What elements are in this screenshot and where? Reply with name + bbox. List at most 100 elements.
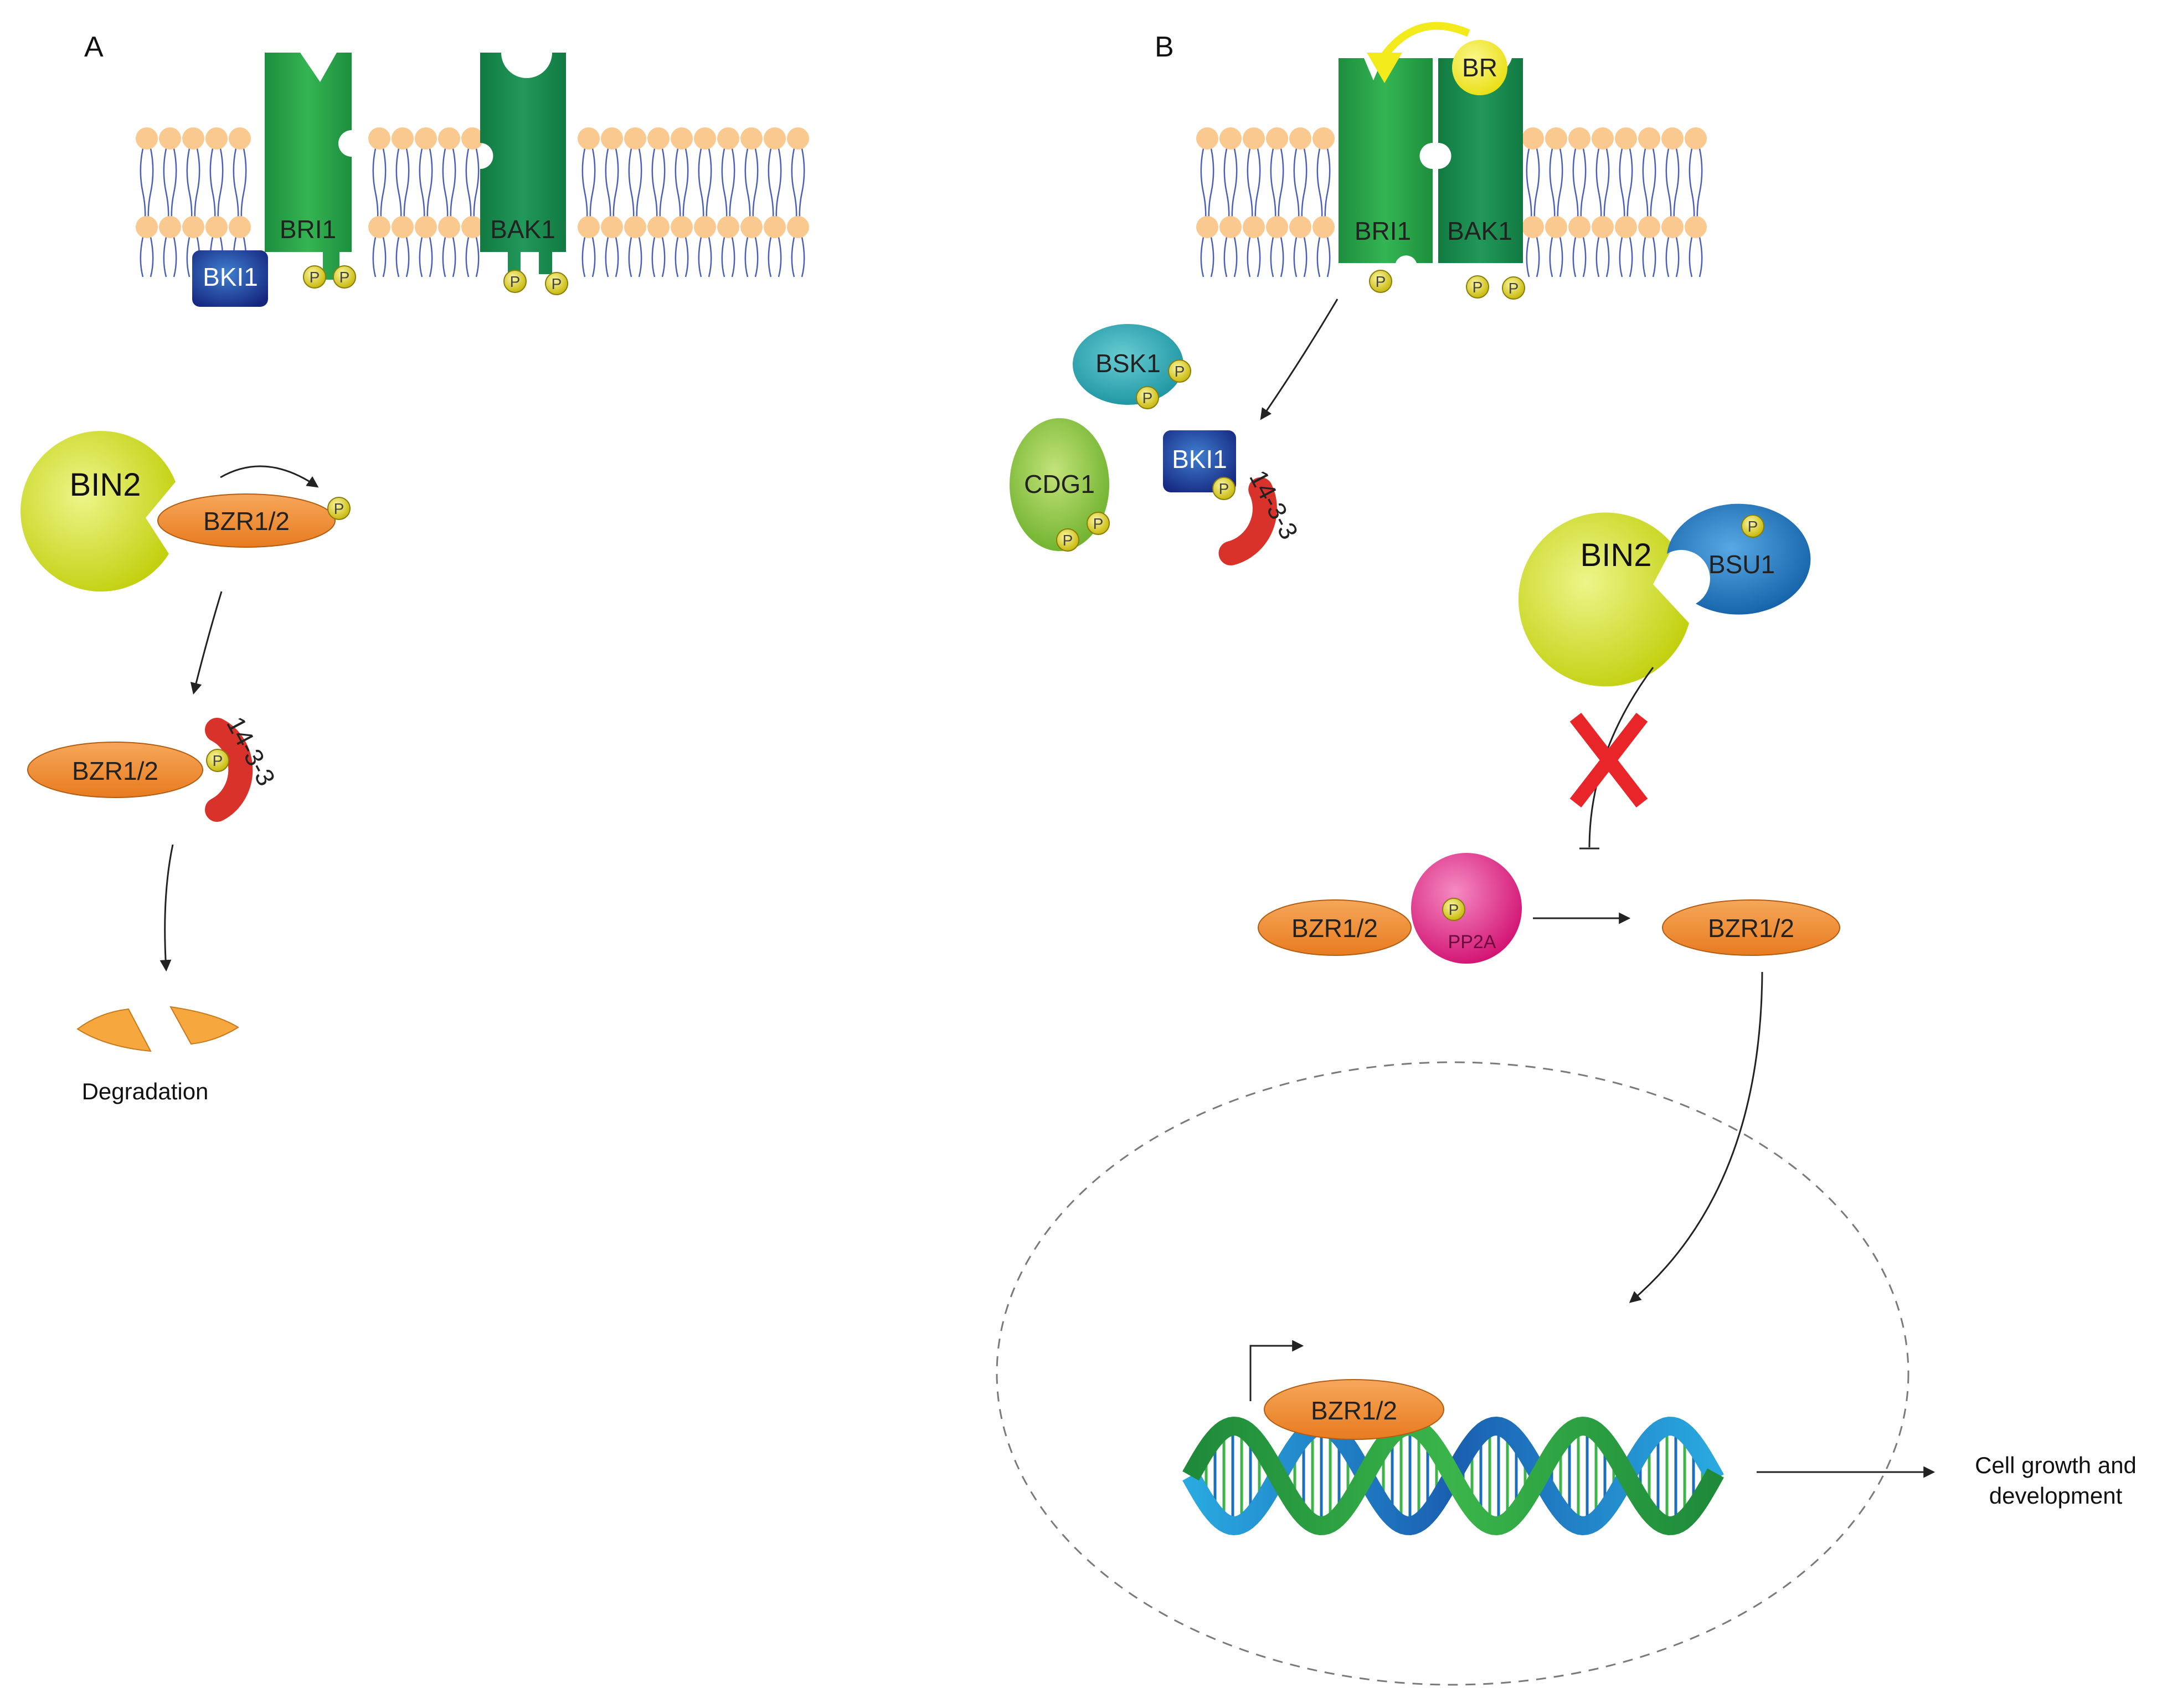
phosphate-marker: P bbox=[1056, 528, 1079, 552]
phosphate-marker: P bbox=[503, 270, 527, 293]
lipid-tail bbox=[729, 148, 735, 277]
phosphate-marker: P bbox=[206, 749, 229, 772]
lipid-head bbox=[717, 127, 739, 150]
lipid-head bbox=[624, 127, 646, 150]
svg-text:P: P bbox=[1748, 518, 1758, 535]
phosphate-marker: P bbox=[1466, 275, 1489, 299]
lipid-head bbox=[368, 127, 390, 150]
lipid-head bbox=[229, 216, 251, 238]
membrane-a bbox=[136, 127, 809, 277]
lipid-tail bbox=[1650, 148, 1656, 277]
lipid-head bbox=[205, 216, 228, 238]
svg-text:P: P bbox=[552, 275, 562, 292]
lipid-head bbox=[1592, 127, 1614, 150]
lipid-tail bbox=[636, 148, 642, 277]
lipid-tail bbox=[1580, 148, 1587, 277]
phosphate-marker: P bbox=[1136, 386, 1159, 409]
lipid-head bbox=[740, 216, 763, 238]
svg-text:P: P bbox=[1142, 389, 1153, 407]
bzr-protein-a2: BZR1/2 bbox=[27, 742, 203, 798]
bzr-label: BZR1/2 bbox=[72, 757, 158, 785]
lipid-tail bbox=[1526, 148, 1532, 277]
lipid-tail bbox=[1673, 148, 1680, 277]
nucleus-boundary bbox=[996, 1061, 1909, 1686]
lipid-tail bbox=[1254, 148, 1261, 277]
lipid-head bbox=[601, 216, 623, 238]
lipid-head bbox=[1615, 216, 1637, 238]
phosphate-marker: P bbox=[1369, 270, 1392, 293]
lipid-tail bbox=[605, 148, 611, 277]
bin2-protein-a: BIN2 bbox=[20, 431, 176, 592]
cdg1-protein: CDG1 bbox=[1010, 418, 1109, 551]
lipid-tail bbox=[721, 148, 728, 277]
lipid-tail bbox=[698, 148, 704, 277]
phosphate-marker: P bbox=[1087, 512, 1110, 535]
lipid-head bbox=[740, 127, 763, 150]
lipid-head bbox=[1685, 216, 1707, 238]
lipid-tail bbox=[1603, 148, 1610, 277]
arrow-b-receptor-to-bki1 bbox=[1260, 299, 1339, 420]
panel-a-label: A bbox=[84, 31, 104, 63]
lipid-head bbox=[647, 216, 670, 238]
lipid-tail bbox=[659, 148, 666, 277]
lipid-tail bbox=[1595, 148, 1602, 277]
br-arrowhead bbox=[1367, 53, 1402, 83]
lipid-head bbox=[624, 216, 646, 238]
lipid-tail bbox=[651, 148, 658, 277]
lipid-tail bbox=[171, 148, 177, 277]
lipid-head bbox=[1243, 127, 1265, 150]
svg-text:P: P bbox=[334, 500, 344, 517]
lipid-tail bbox=[799, 148, 805, 277]
pp2a-protein: PP2A bbox=[1411, 853, 1522, 964]
lipid-head bbox=[1638, 127, 1660, 150]
lipid-tail bbox=[1626, 148, 1633, 277]
lipid-head bbox=[136, 216, 158, 238]
phosphate-marker: P bbox=[333, 265, 356, 289]
svg-text:P: P bbox=[1219, 480, 1229, 497]
bin2-label: BIN2 bbox=[70, 467, 141, 503]
lipid-head bbox=[415, 127, 437, 150]
lipid-tail bbox=[1642, 148, 1649, 277]
lipid-head bbox=[159, 216, 181, 238]
lipid-head bbox=[717, 216, 739, 238]
svg-text:P: P bbox=[1376, 273, 1386, 290]
lipid-head bbox=[438, 216, 460, 238]
lipid-head bbox=[1522, 216, 1544, 238]
lipid-tail bbox=[1293, 148, 1300, 277]
degradation-fragments bbox=[76, 1006, 239, 1052]
cdg1-label: CDG1 bbox=[1024, 470, 1095, 498]
bzr-label: BZR1/2 bbox=[1311, 1396, 1397, 1425]
bri1-receptor-a: BRI1 bbox=[265, 53, 352, 280]
dna-strand-green bbox=[1182, 1416, 1724, 1536]
svg-text:P: P bbox=[510, 273, 521, 290]
bin2-label: BIN2 bbox=[1581, 537, 1652, 573]
lipid-tail bbox=[1689, 148, 1695, 277]
lipid-tail bbox=[442, 148, 449, 277]
bzr-label: BZR1/2 bbox=[1708, 914, 1794, 943]
lipid-tail bbox=[186, 148, 193, 277]
lipid-tail bbox=[675, 148, 681, 277]
svg-text:P: P bbox=[339, 269, 350, 286]
lipid-head bbox=[1661, 216, 1684, 238]
bsu1-protein: BSU1 bbox=[1667, 503, 1811, 615]
pp2a-label: PP2A bbox=[1448, 932, 1496, 953]
lipid-tail bbox=[147, 148, 154, 277]
lipid-tail bbox=[1533, 148, 1540, 277]
lipid-head bbox=[1289, 127, 1311, 150]
bzr-protein-b2: BZR1/2 bbox=[1662, 899, 1840, 956]
lipid-head bbox=[1219, 216, 1242, 238]
lipid-head bbox=[1196, 127, 1218, 150]
lipid-head bbox=[1615, 127, 1637, 150]
phosphate-marker: P bbox=[1741, 515, 1764, 538]
lipid-head bbox=[1545, 127, 1567, 150]
bri1-label: BRI1 bbox=[1355, 217, 1411, 245]
lipid-tail bbox=[1231, 148, 1238, 277]
bki1-protein-b: BKI1 bbox=[1163, 430, 1236, 492]
lipid-head bbox=[694, 216, 716, 238]
lipid-tail bbox=[163, 148, 169, 277]
lipid-head bbox=[671, 216, 693, 238]
lipid-head bbox=[415, 216, 437, 238]
bzr-label: BZR1/2 bbox=[1291, 914, 1378, 943]
svg-text:P: P bbox=[1063, 532, 1073, 549]
